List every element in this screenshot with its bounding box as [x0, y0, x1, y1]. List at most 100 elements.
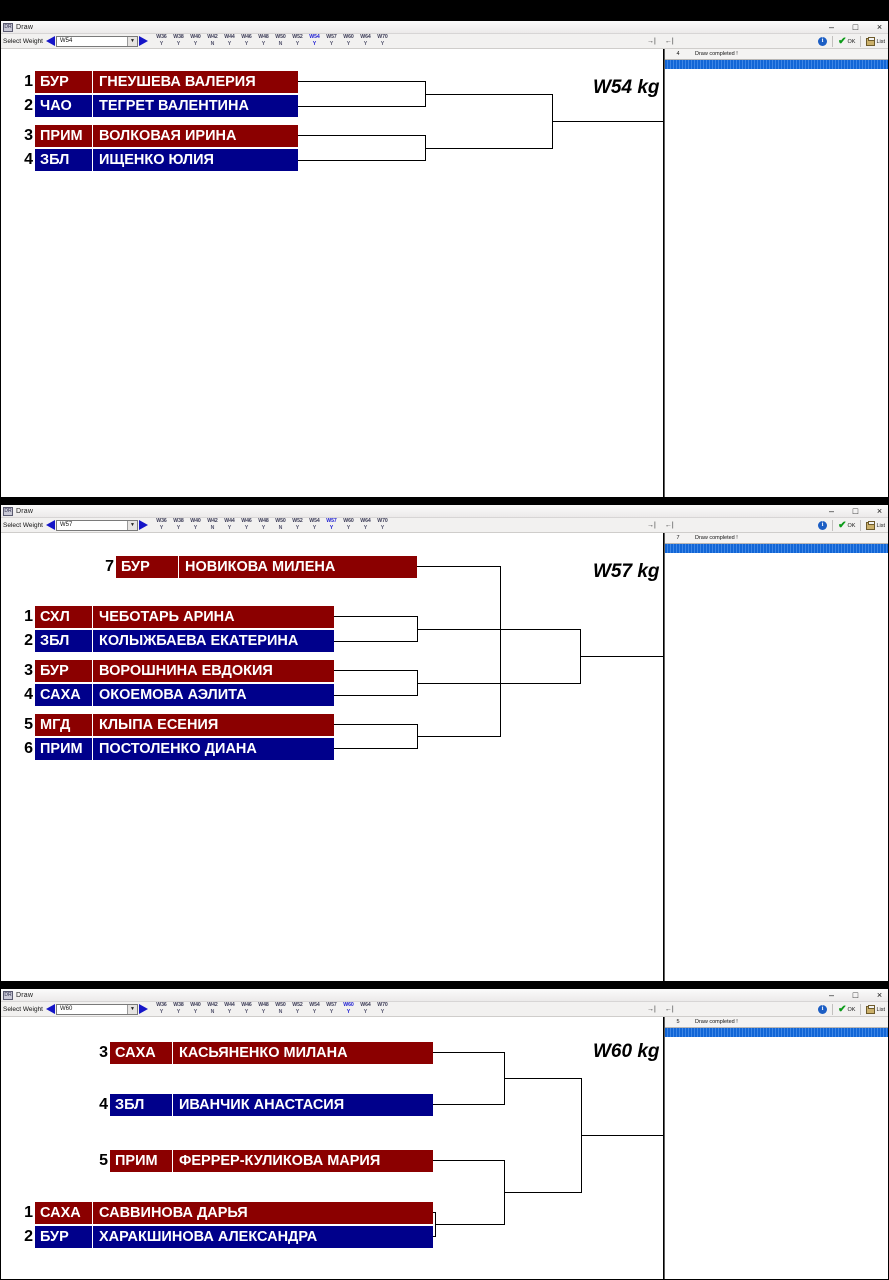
weight-combo[interactable]: W54 ▼ — [55, 35, 138, 47]
left-arrow-icon[interactable] — [45, 520, 55, 530]
minimize-button[interactable]: – — [828, 22, 834, 32]
bracket-entry[interactable]: 4 ЗБЛ ИВАНЧИК АНАСТАСИЯ — [99, 1094, 433, 1116]
bracket-entry[interactable]: 4 ЗБЛ ИЩЕНКО ЮЛИЯ — [24, 149, 298, 171]
weight-tab-label: W44 — [224, 34, 235, 40]
result-list-selection-bar[interactable] — [665, 544, 888, 553]
bracket-entry[interactable]: 3 БУР ВОРОШНИНА ЕВДОКИЯ — [24, 660, 334, 682]
list-button[interactable]: List — [865, 520, 886, 530]
bracket-entry[interactable]: 4 САХА ОКОЕМОВА АЭЛИТА — [24, 684, 334, 706]
bracket-entry[interactable]: 1 САХА САВВИНОВА ДАРЬЯ — [24, 1202, 433, 1224]
weight-combo[interactable]: W57 ▼ — [55, 519, 138, 531]
right-arrow-icon[interactable] — [138, 1004, 148, 1014]
chevron-down-icon[interactable]: ▼ — [126, 520, 137, 530]
nav-back-icon[interactable]: ←| — [664, 521, 674, 529]
bracket-entry[interactable]: 3 ПРИМ ВОЛКОВАЯ ИРИНА — [24, 125, 298, 147]
bracket-entry[interactable]: 5 ПРИМ ФЕРРЕР-КУЛИКОВА МАРИЯ — [99, 1150, 433, 1172]
nav-back-icon[interactable]: ←| — [664, 1005, 674, 1013]
bracket-entry[interactable]: 2 БУР ХАРАКШИНОВА АЛЕКСАНДРА — [24, 1226, 433, 1248]
chevron-down-icon[interactable]: ▼ — [126, 1004, 137, 1014]
left-arrow-icon[interactable] — [45, 36, 55, 46]
close-button[interactable]: × — [876, 990, 883, 1000]
ok-button[interactable]: ✔ OK — [837, 521, 856, 531]
weight-combo[interactable]: W60 ▼ — [55, 1003, 138, 1015]
ok-button[interactable]: ✔ OK — [837, 37, 856, 47]
left-arrow-icon[interactable] — [45, 1004, 55, 1014]
nav-forward-icon[interactable]: →| — [647, 37, 656, 45]
result-list-selection-bar[interactable] — [665, 1028, 888, 1037]
maximize-button[interactable]: □ — [852, 990, 859, 1000]
bracket-entry[interactable]: 1 БУР ГНЕУШЕВА ВАЛЕРИЯ — [24, 71, 298, 93]
maximize-button[interactable]: □ — [852, 506, 859, 516]
bracket-entry[interactable]: 3 САХА КАСЬЯНЕНКО МИЛАНА — [99, 1042, 433, 1064]
info-button[interactable]: i — [817, 37, 828, 46]
maximize-button[interactable]: □ — [852, 22, 859, 32]
bracket-entry[interactable]: 2 ЗБЛ КОЛЫЖБАЕВА ЕКАТЕРИНА — [24, 630, 334, 652]
bracket-entry[interactable]: 5 МГД КЛЫПА ЕСЕНИЯ — [24, 714, 334, 736]
nav-forward-icon[interactable]: →| — [647, 521, 656, 529]
bracket-entry[interactable]: 7 БУР НОВИКОВА МИЛЕНА — [105, 556, 417, 578]
list-button[interactable]: List — [865, 1004, 886, 1014]
right-arrow-icon[interactable] — [138, 520, 148, 530]
result-list-pane: 4 Draw completed ! — [664, 49, 888, 497]
close-button[interactable]: × — [876, 506, 883, 516]
bracket-entry[interactable]: 1 СХЛ ЧЕБОТАРЬ АРИНА — [24, 606, 334, 628]
nav-forward-icon[interactable]: →| — [647, 1005, 656, 1013]
chevron-down-icon[interactable]: ▼ — [126, 36, 137, 46]
result-list-selection-bar[interactable] — [665, 60, 888, 69]
info-button[interactable]: i — [817, 521, 828, 530]
minimize-button[interactable]: – — [828, 990, 834, 1000]
nav-back-icon[interactable]: ←| — [664, 37, 674, 45]
list-button[interactable]: List — [865, 36, 886, 46]
bracket-entry[interactable]: 2 ЧАО ТЕГРЕТ ВАЛЕНТИНА — [24, 95, 298, 117]
right-arrow-icon[interactable] — [138, 36, 148, 46]
info-button[interactable]: i — [817, 1005, 828, 1014]
minimize-button[interactable]: – — [828, 506, 834, 516]
close-button[interactable]: × — [876, 22, 883, 32]
ok-button[interactable]: ✔ OK — [837, 1005, 856, 1015]
bracket-entry[interactable]: 6 ПРИМ ПОСТОЛЕНКО ДИАНА — [24, 738, 334, 760]
